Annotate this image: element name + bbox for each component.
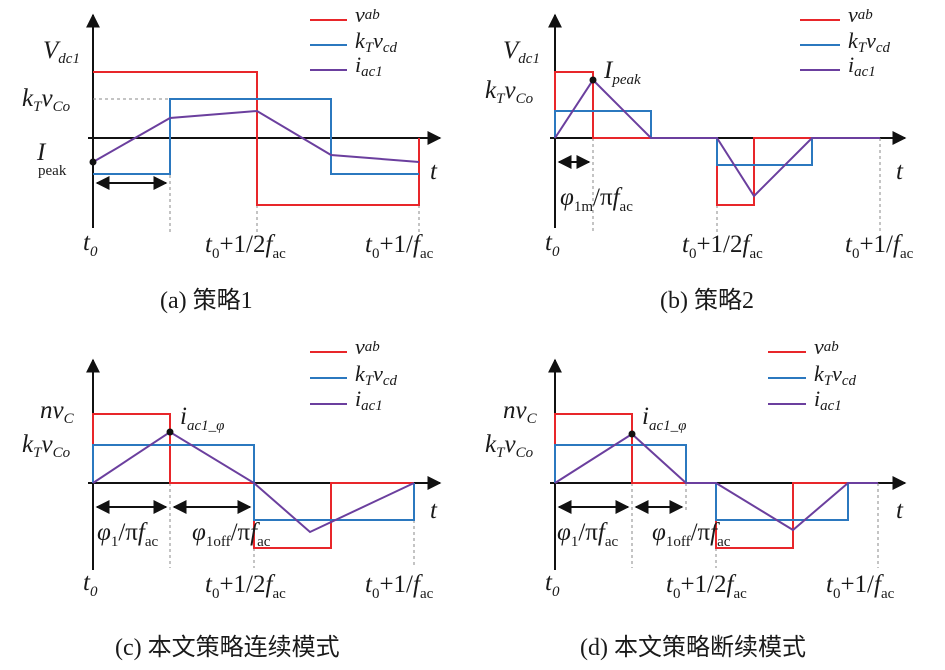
caption-c: (c) 本文策略连续模式 xyxy=(115,634,340,661)
t-half-label-d: t0+1/2fac xyxy=(666,571,747,602)
i-peak-dot-b xyxy=(589,76,597,84)
caption-b: (b) 策略2 xyxy=(660,287,754,314)
caption-d: (d) 本文策略断续模式 xyxy=(580,634,806,661)
legend-vab-b: vab xyxy=(848,2,873,27)
t-axis-label-b: t xyxy=(896,158,904,185)
i-ac1-phi-label-c: iac1_φ xyxy=(180,403,224,434)
i-ac1-wave-a xyxy=(92,109,420,163)
vdc1-label-b: Vdc1 xyxy=(503,37,540,67)
legend-d: vab kTvcd iac1 xyxy=(768,334,857,414)
phase1-label-c: φ1/πfac xyxy=(97,519,159,550)
kt-vco-label-a: kTvCo xyxy=(22,85,71,115)
t-full-label-d: t0+1/fac xyxy=(826,571,895,602)
legend-iac-d: iac1 xyxy=(814,386,842,414)
t-full-label-a: t0+1/fac xyxy=(365,231,434,262)
t-axis-label-d: t xyxy=(896,497,904,524)
phase2-label-c: φ1off/πfac xyxy=(192,519,271,550)
legend-vab-a: vab xyxy=(355,2,380,27)
legend-c: vab kTvcd iac1 xyxy=(310,334,398,414)
caption-a: (a) 策略1 xyxy=(160,287,253,314)
t-half-label-b: t0+1/2fac xyxy=(682,231,763,262)
legend-b: vab kTvcd iac1 xyxy=(800,2,891,80)
kt-vco-label-d: kTvCo xyxy=(485,431,534,461)
i-ac1-wave-c xyxy=(92,430,415,534)
t-half-label-a: t0+1/2fac xyxy=(205,231,286,262)
i-peak-label-a: I xyxy=(36,139,47,166)
t0-label-d: t0 xyxy=(545,569,560,600)
legend-a: vab kTvcd iac1 xyxy=(310,2,398,80)
t-axis-label-c: t xyxy=(430,497,438,524)
i-peak-label-b: Ipeak xyxy=(603,57,641,88)
t-full-label-c: t0+1/fac xyxy=(365,571,434,602)
legend-vcd-c: kTvcd xyxy=(355,361,398,389)
panel-d: nvC kTvCo iac1_φ t φ1/πfac φ1off/πfac t0… xyxy=(485,334,907,661)
legend-vcd-b: kTvcd xyxy=(848,28,891,56)
t-half-label-c: t0+1/2fac xyxy=(205,571,286,602)
legend-vab-d: vab xyxy=(814,334,839,359)
legend-vab-c: vab xyxy=(355,334,380,359)
panel-a: Vdc1 kTvCo I peak t t0 t0+1/2fac t0+1/fa… xyxy=(22,2,442,314)
phase1-label-d: φ1/πfac xyxy=(557,519,619,550)
nvc-label-c: nvC xyxy=(40,397,75,427)
kt-vcd-wave-a xyxy=(93,98,419,175)
t0-label-c: t0 xyxy=(83,569,98,600)
legend-vcd-d: kTvcd xyxy=(814,361,857,389)
legend-iac-b: iac1 xyxy=(848,52,876,80)
kt-vco-label-c: kTvCo xyxy=(22,431,71,461)
t0-label-b: t0 xyxy=(545,229,560,260)
panel-c: nvC kTvCo iac1_φ t φ1/πfac φ1off/πfac t0… xyxy=(22,334,442,661)
nvc-label-d: nvC xyxy=(503,397,538,427)
kt-vco-label-b: kTvCo xyxy=(485,77,534,107)
t0-label-a: t0 xyxy=(83,229,98,260)
legend-vcd-a: kTvcd xyxy=(355,28,398,56)
vdc1-label-a: Vdc1 xyxy=(43,37,80,67)
phase2-label-d: φ1off/πfac xyxy=(652,519,731,550)
i-ac1-phi-dot-c xyxy=(166,428,174,436)
i-peak-dot-a xyxy=(89,158,97,166)
i-ac1-phi-dot-d xyxy=(628,430,636,438)
i-peak-sub-a: peak xyxy=(38,163,67,179)
panel-b: Vdc1 kTvCo Ipeak t φ1m/πfac t0 t0+1/2fac… xyxy=(485,2,914,314)
t-full-label-b: t0+1/fac xyxy=(845,231,914,262)
i-ac1-phi-label-d: iac1_φ xyxy=(642,403,686,434)
legend-iac-a: iac1 xyxy=(355,52,383,80)
v-ab-wave-a xyxy=(93,71,420,206)
legend-iac-c: iac1 xyxy=(355,386,383,414)
phase-label-b: φ1m/πfac xyxy=(560,184,633,215)
t-axis-label-a: t xyxy=(430,158,438,185)
